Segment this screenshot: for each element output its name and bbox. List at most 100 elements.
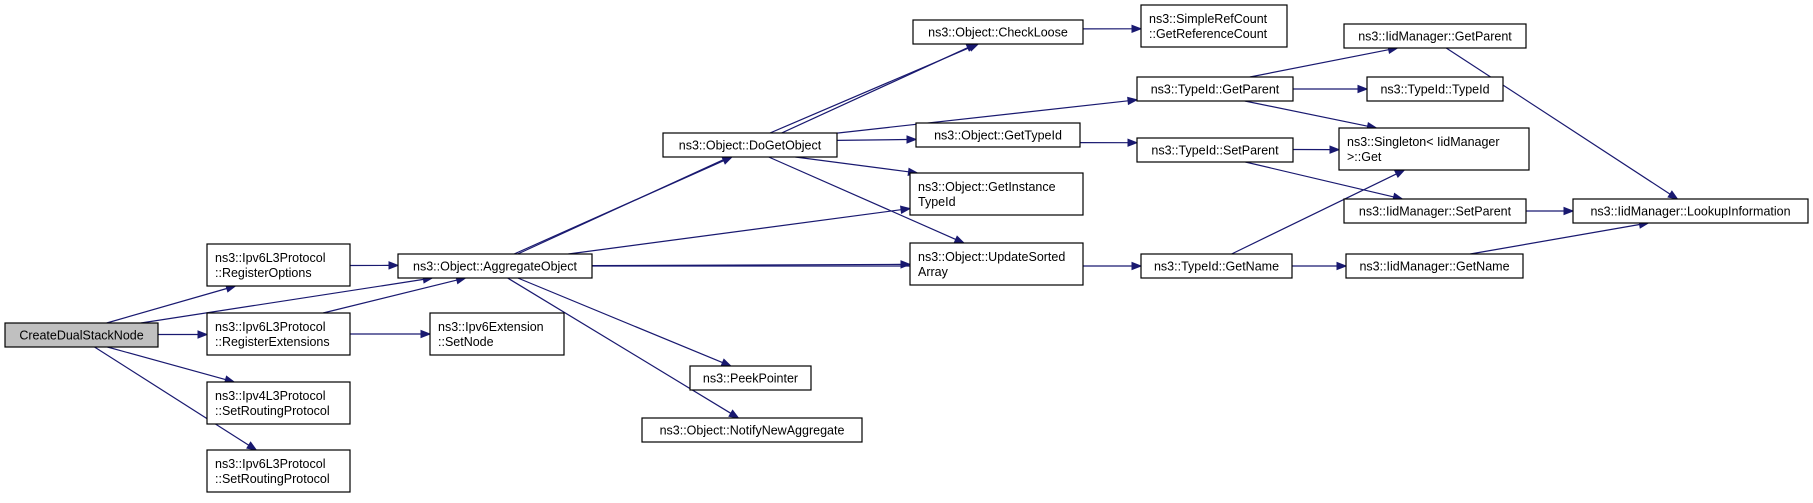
- arrowhead-icon: [1357, 84, 1369, 94]
- arrowhead-icon: [246, 441, 258, 451]
- node-label-line: TypeId: [918, 195, 956, 209]
- edge-line: [1470, 223, 1640, 255]
- edge-line: [1245, 161, 1394, 198]
- node-box: [909, 242, 1084, 286]
- node-label-line: ns3::IidManager::GetParent: [1358, 30, 1512, 44]
- edge-line: [140, 278, 424, 324]
- edge-line: [1231, 173, 1397, 255]
- node-box: [4, 322, 159, 348]
- function-node-v6route[interactable]: ns3::Ipv6L3Protocol::SetRoutingProtocol: [206, 449, 351, 493]
- call-edges: [94, 24, 1679, 451]
- node-label-line: ns3::Ipv6L3Protocol: [215, 457, 326, 471]
- call-edge-check-to-refcnt: [1082, 24, 1143, 34]
- call-edge-root-to-v4route: [107, 346, 236, 384]
- arrowhead-icon: [197, 330, 209, 339]
- node-label-line: ns3::TypeId::GetParent: [1151, 83, 1280, 97]
- node-box: [909, 172, 1084, 216]
- node-box: [1343, 23, 1527, 49]
- function-nodes: CreateDualStackNodens3::Ipv6L3Protocol::…: [4, 4, 1809, 493]
- node-label-line: ::SetNode: [438, 335, 494, 349]
- edge-line: [768, 156, 956, 240]
- function-node-igetname[interactable]: ns3::IidManager::GetName: [1345, 253, 1524, 279]
- node-box: [1343, 198, 1527, 224]
- function-node-regopt[interactable]: ns3::Ipv6L3Protocol::RegisterOptions: [206, 243, 351, 287]
- call-edge-aggr-to-sorted: [591, 260, 912, 269]
- call-edge-regext-to-setnode: [350, 329, 432, 339]
- node-box: [1136, 137, 1294, 163]
- function-node-tgetname[interactable]: ns3::TypeId::GetName: [1140, 253, 1293, 279]
- edge-line: [1445, 47, 1671, 195]
- node-box: [429, 312, 565, 356]
- node-box: [206, 381, 351, 425]
- function-node-notify[interactable]: ns3::Object::NotifyNewAggregate: [641, 417, 863, 443]
- arrowhead-icon: [720, 358, 733, 367]
- edge-line: [517, 277, 723, 364]
- node-label-line: ns3::Object::GetTypeId: [934, 129, 1062, 143]
- arrowhead-icon: [728, 409, 740, 419]
- arrowhead-icon: [1394, 169, 1406, 178]
- edge-line: [568, 209, 902, 255]
- arrowhead-icon: [900, 260, 912, 269]
- node-box: [206, 312, 351, 356]
- arrowhead-icon: [1667, 190, 1679, 200]
- node-box: [912, 19, 1084, 45]
- function-node-v4route[interactable]: ns3::Ipv4L3Protocol::SetRoutingProtocol: [206, 381, 351, 425]
- node-label-line: ns3::TypeId::SetParent: [1151, 144, 1279, 158]
- function-node-lookup[interactable]: ns3::IidManager::LookupInformation: [1572, 198, 1809, 224]
- function-node-tgetparent[interactable]: ns3::TypeId::GetParent: [1136, 76, 1294, 102]
- call-edge-isetparent-to-lookup: [1525, 206, 1575, 216]
- node-box: [1338, 127, 1530, 171]
- call-edge-tgetparent-to-singleton: [1244, 100, 1378, 131]
- call-edge-doget-to-instid: [795, 156, 919, 176]
- function-node-refcnt[interactable]: ns3::SimpleRefCount::GetReferenceCount: [1140, 4, 1288, 48]
- function-node-gettid[interactable]: ns3::Object::GetTypeId: [915, 122, 1081, 148]
- call-edge-doget-to-tgetparent: [836, 96, 1139, 134]
- node-label-line: Array: [918, 265, 949, 279]
- edge-line: [322, 279, 458, 314]
- function-node-setnode[interactable]: ns3::Ipv6Extension::SetNode: [429, 312, 565, 356]
- call-edge-root-to-v6route: [94, 346, 258, 451]
- node-box: [1140, 253, 1293, 279]
- function-node-root[interactable]: CreateDualStackNode: [4, 322, 159, 348]
- node-label-line: ns3::TypeId::GetName: [1154, 260, 1279, 274]
- function-node-igetparent[interactable]: ns3::IidManager::GetParent: [1343, 23, 1527, 49]
- call-edge-igetname-to-lookup: [1470, 220, 1650, 255]
- function-node-check[interactable]: ns3::Object::CheckLoose: [912, 19, 1084, 45]
- node-box: [641, 417, 863, 443]
- edge-line: [507, 277, 732, 414]
- arrowhead-icon: [1336, 261, 1348, 271]
- node-label-line: ns3::Object::CheckLoose: [928, 26, 1068, 40]
- arrowhead-icon: [420, 329, 432, 339]
- call-edge-doget-to-check: [769, 43, 980, 134]
- function-node-regext[interactable]: ns3::Ipv6L3Protocol::RegisterExtensions: [206, 312, 351, 356]
- edge-line: [769, 46, 971, 134]
- node-box: [1140, 4, 1288, 48]
- function-node-tsetparent[interactable]: ns3::TypeId::SetParent: [1136, 137, 1294, 163]
- node-label-line: ns3::Object::GetInstance: [918, 180, 1056, 194]
- function-node-peek[interactable]: ns3::PeekPointer: [689, 365, 812, 391]
- call-edge-doget-to-sorted: [768, 156, 966, 244]
- node-label-line: >::Get: [1347, 150, 1382, 164]
- function-node-isetparent[interactable]: ns3::IidManager::SetParent: [1343, 198, 1527, 224]
- function-node-doget[interactable]: ns3::Object::DoGetObject: [662, 132, 838, 158]
- call-edge-root-to-regext: [158, 330, 209, 339]
- function-node-singleton[interactable]: ns3::Singleton< IidManager >::Get: [1338, 127, 1530, 171]
- edge-line: [1249, 49, 1389, 78]
- call-edge-gettid-to-tsetparent: [1079, 138, 1139, 147]
- function-node-aggr[interactable]: ns3::Object::AggregateObject: [397, 253, 593, 279]
- call-edge-doget-to-gettid: [836, 135, 918, 144]
- node-label-line: ns3::TypeId::TypeId: [1380, 83, 1489, 97]
- arrowhead-icon: [900, 205, 912, 214]
- node-label-line: ::SetRoutingProtocol: [215, 404, 330, 418]
- function-node-typeid[interactable]: ns3::TypeId::TypeId: [1366, 76, 1504, 102]
- call-edge-igetparent-to-lookup: [1445, 47, 1679, 200]
- node-label-line: ns3::Object::AggregateObject: [413, 260, 578, 274]
- node-box: [1572, 198, 1809, 224]
- call-edge-regopt-to-aggr: [349, 261, 400, 270]
- call-edge-aggr-to-notify: [507, 277, 740, 419]
- node-label-line: ns3::IidManager::LookupInformation: [1590, 205, 1790, 219]
- node-label-line: ns3::Object::DoGetObject: [679, 139, 822, 153]
- edge-line: [94, 346, 250, 446]
